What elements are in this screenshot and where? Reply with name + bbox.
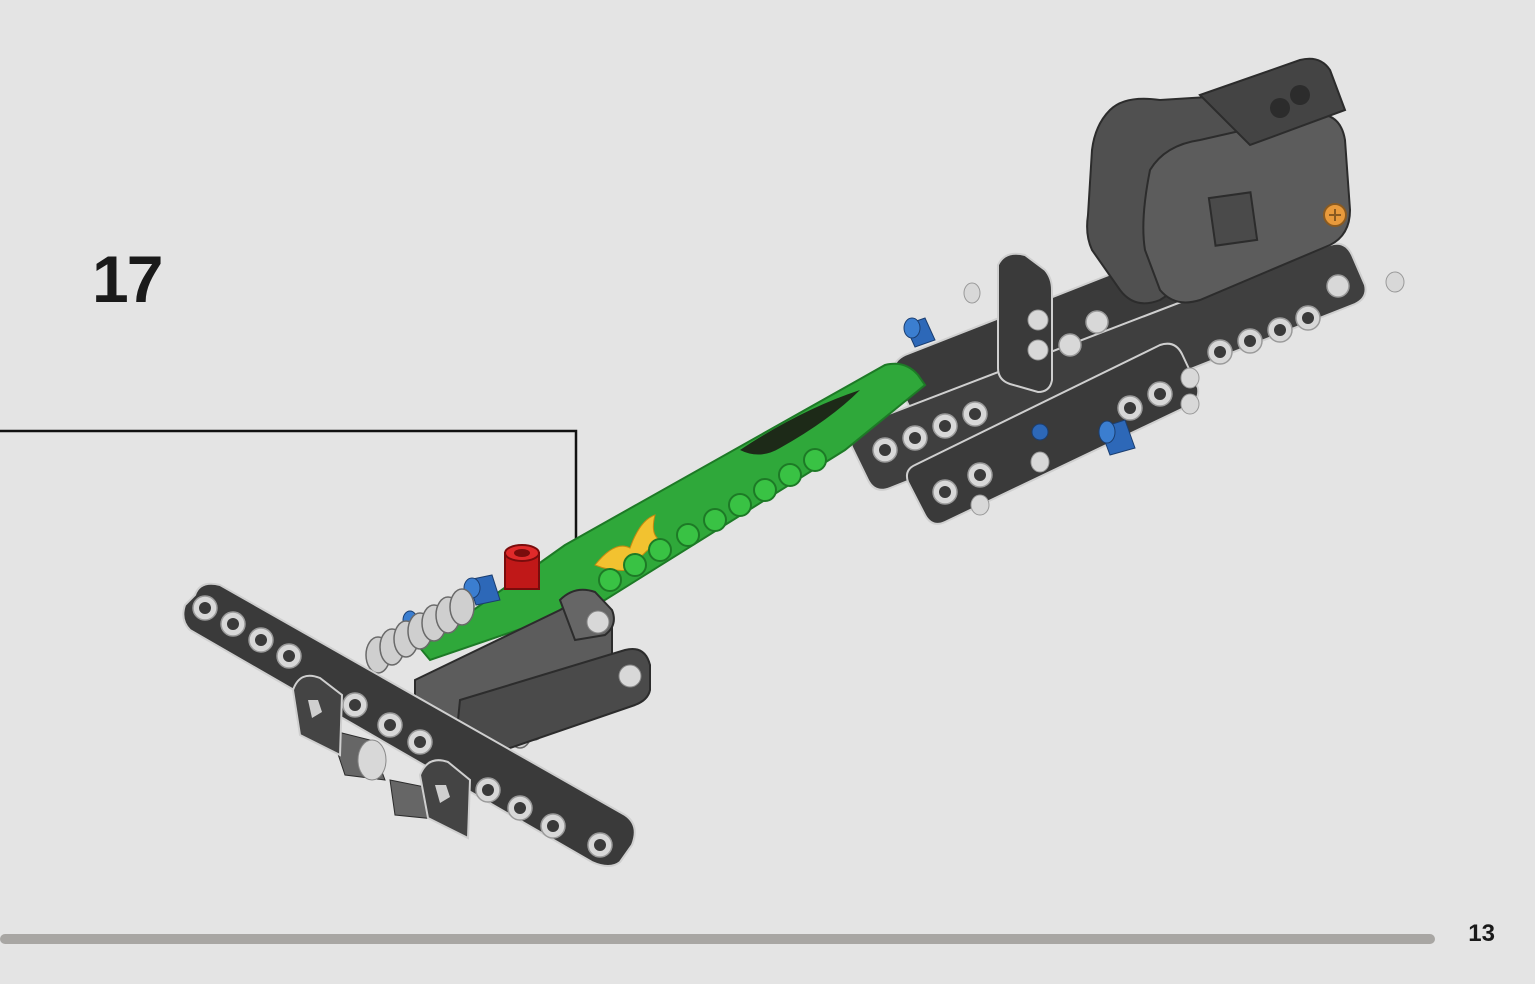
blue-pin-front: [402, 574, 501, 630]
green-panel: [418, 362, 927, 662]
chassis-beams: [849, 242, 1367, 525]
callout-arrow-icon: [0, 429, 589, 578]
red-pin: [504, 544, 540, 590]
page-number: 13: [1468, 920, 1495, 947]
progress-bar: [0, 934, 1435, 944]
step-number: 17: [92, 242, 163, 316]
vertical-beam: [997, 252, 1053, 394]
connector-pins: [903, 271, 1405, 516]
motor-hub: [1086, 57, 1352, 305]
front-cross-beam: [182, 582, 636, 867]
